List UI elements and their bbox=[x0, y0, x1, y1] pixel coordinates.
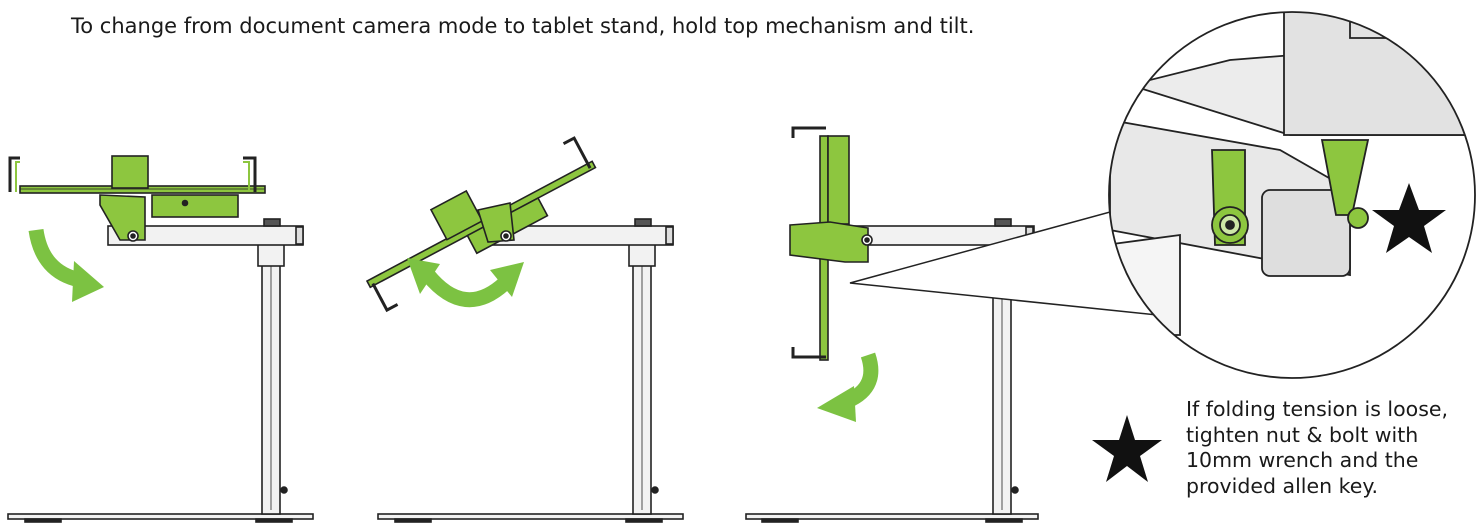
stand-3-base bbox=[745, 513, 1039, 520]
stand-1-collar bbox=[257, 243, 285, 267]
curved-arrow-icon bbox=[407, 258, 524, 308]
stand-1-top-bracket bbox=[111, 155, 149, 189]
zoom-arm-end bbox=[1261, 189, 1351, 277]
stand-2-clip-bottom bbox=[371, 282, 399, 313]
stand-3-clip-bottom bbox=[791, 347, 826, 359]
stand-3-foot-left bbox=[761, 518, 799, 523]
stand-2-tablet-plate bbox=[365, 160, 597, 289]
stand-tablet-mode bbox=[745, 126, 1039, 523]
stand-3-foot-right bbox=[985, 518, 1023, 523]
tension-note-line-2: tighten nut & bolt with bbox=[1186, 422, 1419, 447]
stand-2-collar bbox=[628, 243, 656, 267]
instruction-text: To change from document camera mode to t… bbox=[71, 14, 975, 38]
stand-1-mount-box bbox=[151, 194, 239, 218]
stand-3-clamp bbox=[994, 218, 1012, 227]
stand-tilting bbox=[365, 136, 684, 523]
stand-3-mount-box bbox=[827, 135, 850, 225]
zoom-nut bbox=[1347, 207, 1369, 229]
stand-2-top-bracket bbox=[429, 189, 484, 241]
stand-1-clip-right bbox=[243, 156, 257, 192]
stand-2-foot-right bbox=[625, 518, 663, 523]
stand-2-clip-top bbox=[562, 136, 592, 169]
stand-2-foot-left bbox=[394, 518, 432, 523]
stand-2-base bbox=[377, 513, 684, 520]
stand-1-foot-right bbox=[255, 518, 293, 523]
stand-document-camera-mode bbox=[7, 155, 314, 523]
zoom-callout bbox=[849, 11, 1476, 379]
stand-1-clip-left bbox=[8, 156, 20, 192]
curved-arrow-icon bbox=[817, 352, 879, 422]
stand-1-hinge-bracket bbox=[99, 194, 146, 241]
zoom-circle bbox=[1108, 11, 1476, 379]
tension-note: If folding tension is loose, tighten nut… bbox=[1186, 397, 1482, 499]
stand-3-knob bbox=[1011, 486, 1019, 494]
star-icon bbox=[1092, 415, 1162, 482]
tension-note-line-1: If folding tension is loose, bbox=[1186, 397, 1449, 421]
stand-1-knob bbox=[280, 486, 288, 494]
zoom-mount-box bbox=[1283, 12, 1475, 136]
stand-1-foot-left bbox=[24, 518, 62, 523]
tension-note-line-3: 10mm wrench and the bbox=[1186, 448, 1419, 472]
stand-1-base bbox=[7, 513, 314, 520]
stand-3-hinge-bracket bbox=[789, 221, 869, 263]
stand-3-clip-top bbox=[791, 126, 826, 138]
star-icon bbox=[1372, 183, 1446, 253]
curved-arrow-icon bbox=[28, 228, 104, 302]
stand-1-clamp bbox=[263, 218, 281, 227]
stand-2-knob bbox=[651, 486, 659, 494]
stand-2-clamp bbox=[634, 218, 652, 227]
tension-note-line-4: provided allen key. bbox=[1186, 473, 1379, 498]
